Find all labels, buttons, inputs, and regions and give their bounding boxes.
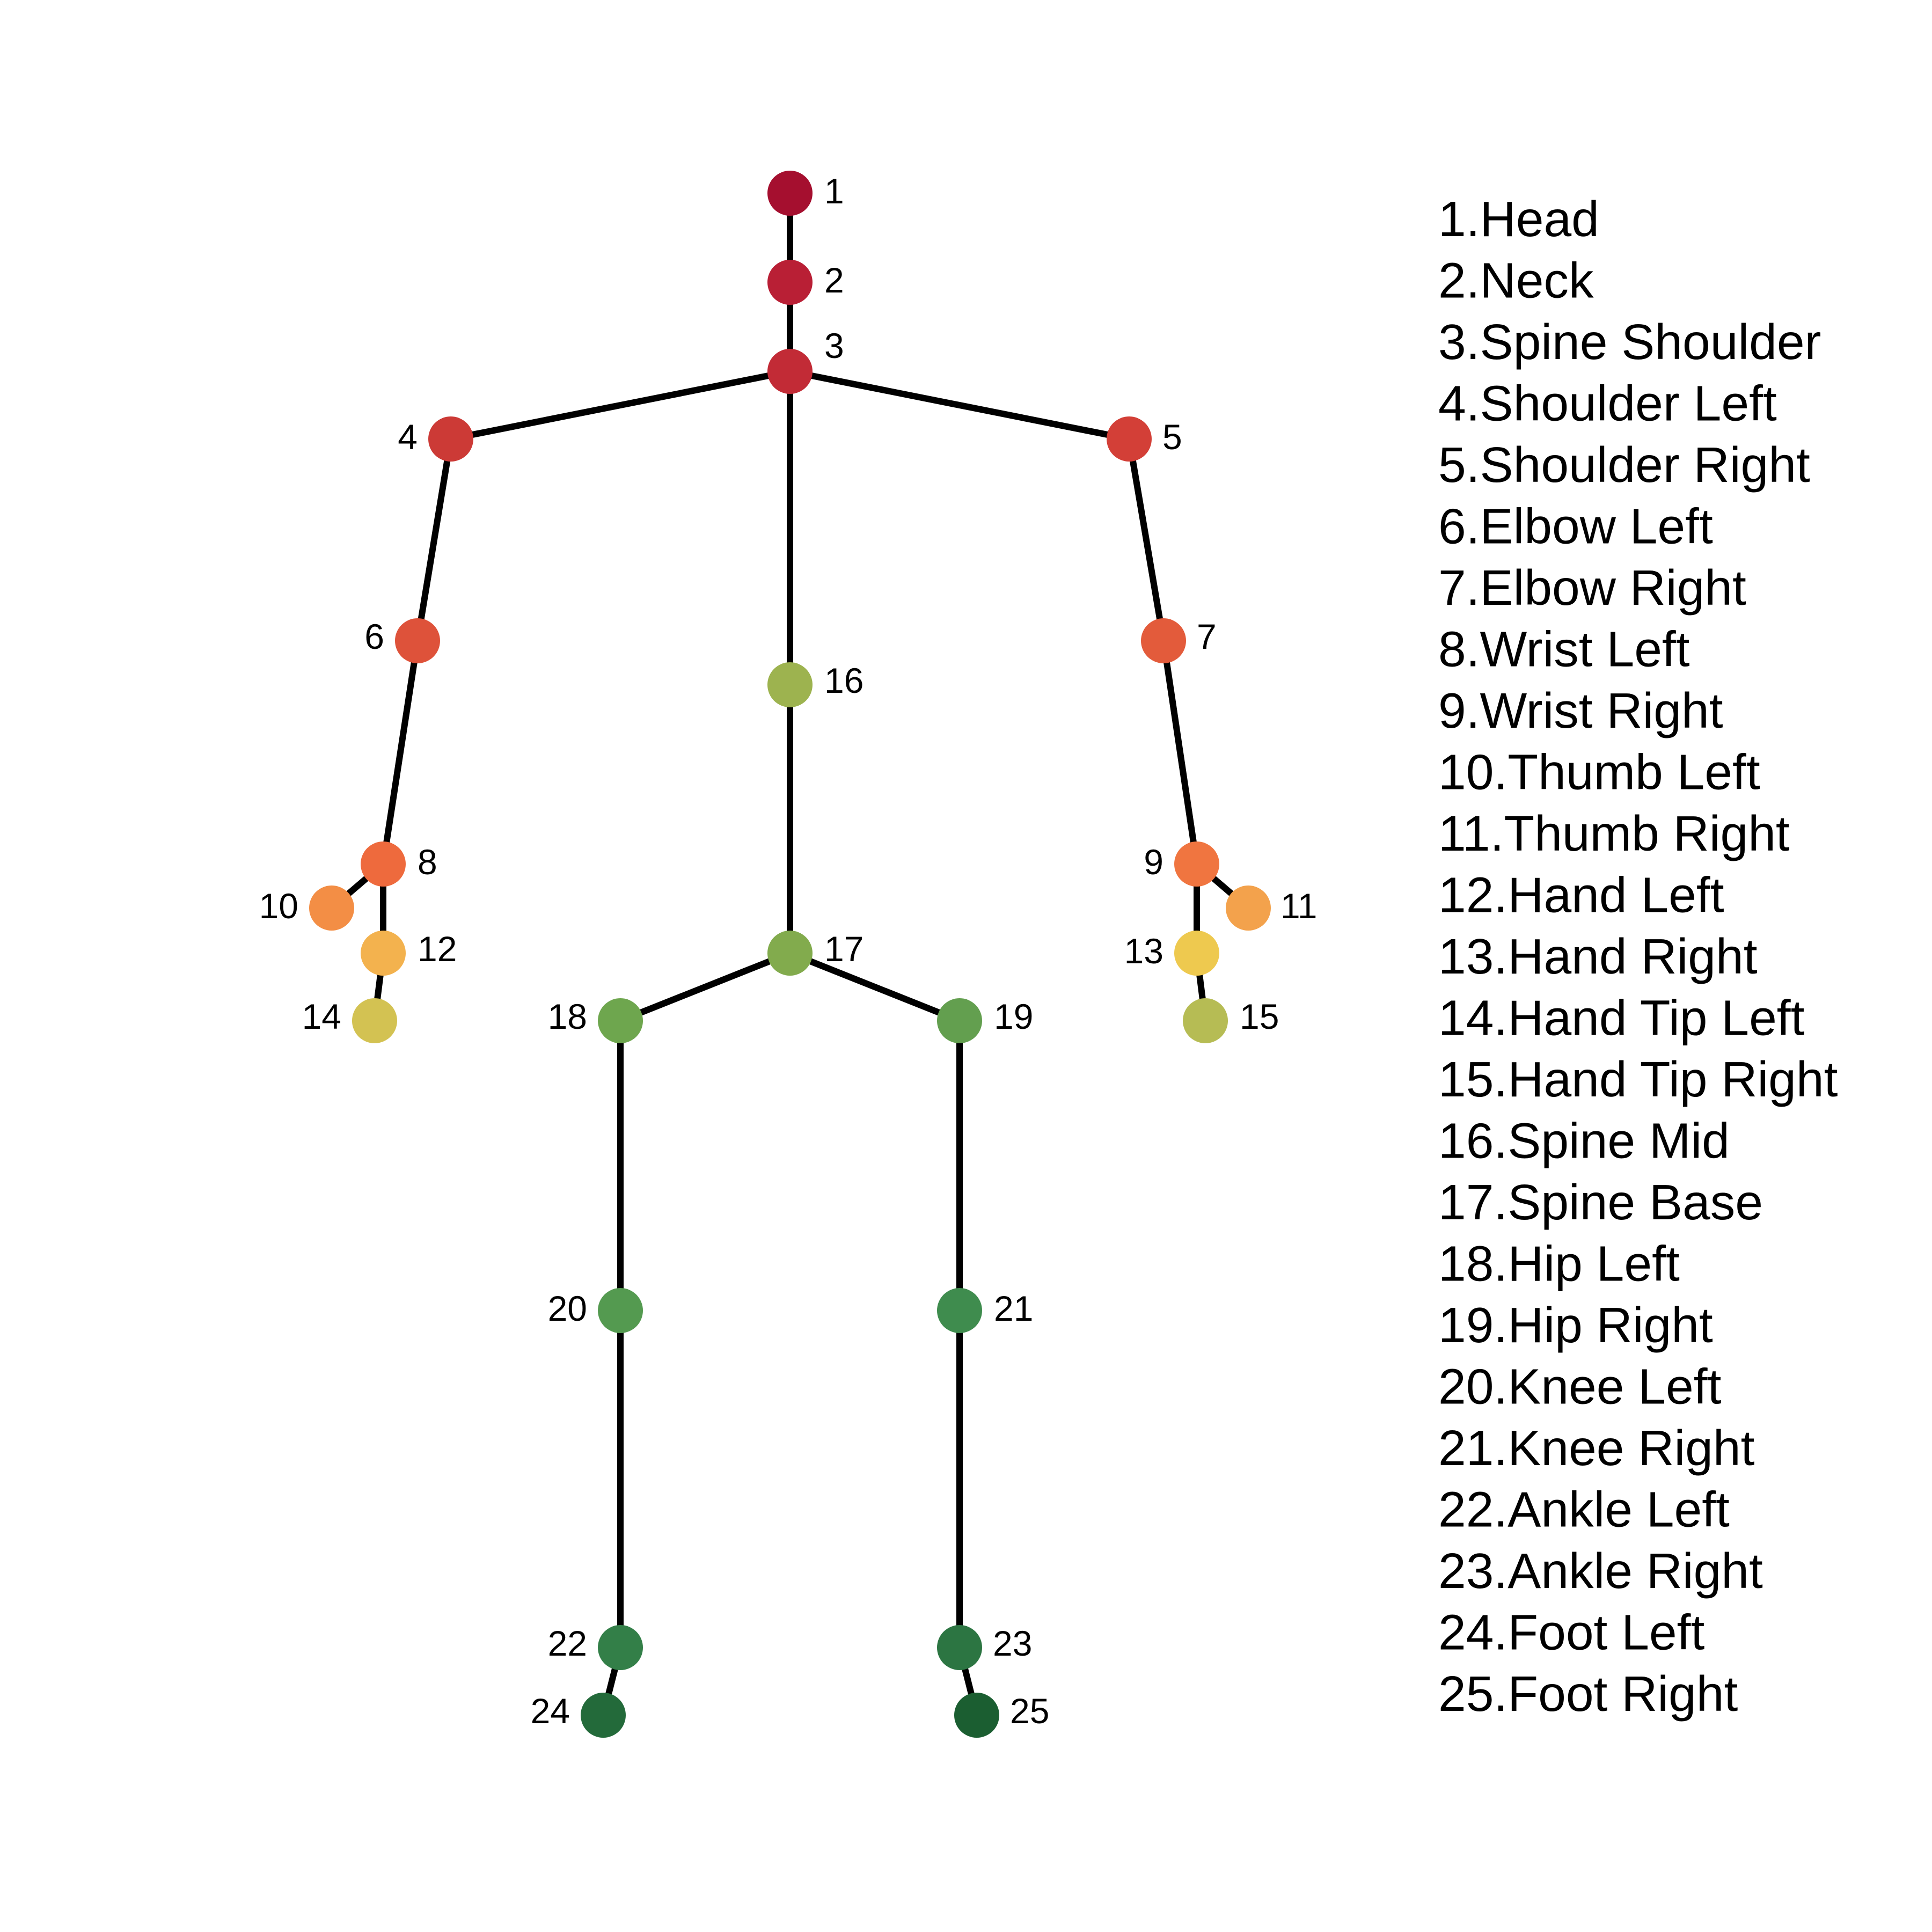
joint-label-10: 10 <box>259 886 298 926</box>
joints-layer <box>309 171 1271 1738</box>
legend-item-17: 17.Spine Base <box>1438 1174 1763 1230</box>
bone-7-9 <box>1160 638 1200 867</box>
joint-12 <box>361 931 406 976</box>
legend-item-24: 24.Foot Left <box>1438 1605 1704 1660</box>
legend-item-6: 6.Elbow Left <box>1438 499 1713 554</box>
joint-label-20: 20 <box>548 1289 587 1328</box>
joint-18 <box>598 998 643 1043</box>
joint-10 <box>309 885 354 931</box>
joint-17 <box>767 931 813 976</box>
legend-item-23: 23.Ankle Right <box>1438 1543 1763 1599</box>
bone-17-19 <box>787 950 963 1024</box>
legend-item-8: 8.Wrist Left <box>1438 621 1690 677</box>
joint-label-19: 19 <box>994 997 1033 1036</box>
joint-24 <box>581 1693 626 1738</box>
legend-item-25: 25.Foot Right <box>1438 1666 1738 1722</box>
legend-item-5: 5.Shoulder Right <box>1438 437 1810 493</box>
joint-label-25: 25 <box>1010 1691 1049 1731</box>
bone-4-6 <box>414 436 454 644</box>
joint-21 <box>937 1288 982 1333</box>
bone-3-5 <box>787 368 1132 442</box>
joint-label-6: 6 <box>364 617 384 656</box>
joint-16 <box>767 662 813 707</box>
joint-label-11: 11 <box>1280 886 1318 926</box>
joint-11 <box>1226 885 1271 931</box>
legend-item-10: 10.Thumb Left <box>1438 744 1760 800</box>
legend-item-21: 21.Knee Right <box>1438 1420 1755 1476</box>
joint-19 <box>937 998 982 1043</box>
joint-22 <box>598 1625 643 1670</box>
joint-label-17: 17 <box>824 929 863 969</box>
joint-label-18: 18 <box>548 997 587 1036</box>
joint-label-16: 16 <box>824 661 863 700</box>
legend-item-22: 22.Ankle Left <box>1438 1482 1730 1538</box>
joint-1 <box>767 171 813 216</box>
joint-label-23: 23 <box>993 1623 1032 1663</box>
bone-5-7 <box>1126 436 1167 644</box>
joint-label-5: 5 <box>1162 417 1182 457</box>
joint-15 <box>1183 998 1228 1043</box>
joint-8 <box>361 841 406 887</box>
legend-item-4: 4.Shoulder Left <box>1438 376 1777 431</box>
joint-9 <box>1174 841 1219 887</box>
legend-item-1: 1.Head <box>1438 191 1599 247</box>
joint-label-12: 12 <box>418 929 457 969</box>
joint-3 <box>767 349 813 394</box>
joint-25 <box>954 1693 999 1738</box>
legend-item-16: 16.Spine Mid <box>1438 1113 1730 1169</box>
joint-5 <box>1107 416 1152 462</box>
joint-label-4: 4 <box>398 417 418 457</box>
joint-label-22: 22 <box>548 1623 587 1663</box>
joint-label-24: 24 <box>531 1691 570 1731</box>
joint-label-2: 2 <box>824 260 844 300</box>
legend-item-2: 2.Neck <box>1438 253 1594 309</box>
joint-20 <box>598 1288 643 1333</box>
joint-23 <box>937 1625 982 1670</box>
bone-6-8 <box>380 638 421 867</box>
joint-2 <box>767 260 813 305</box>
joint-6 <box>395 618 440 663</box>
legend-item-18: 18.Hip Left <box>1438 1236 1680 1292</box>
legend-item-14: 14.Hand Tip Left <box>1438 990 1805 1046</box>
legend-item-3: 3.Spine Shoulder <box>1438 314 1821 370</box>
joint-4 <box>428 416 473 462</box>
joint-label-21: 21 <box>994 1289 1033 1328</box>
joint-14 <box>352 998 397 1043</box>
joint-label-3: 3 <box>824 326 844 365</box>
legend-item-11: 11.Thumb Right <box>1438 806 1790 861</box>
legend-item-9: 9.Wrist Right <box>1438 683 1723 738</box>
bone-17-18 <box>617 950 793 1024</box>
legend-item-19: 19.Hip Right <box>1438 1297 1713 1353</box>
joint-label-7: 7 <box>1197 617 1217 656</box>
legend-item-7: 7.Elbow Right <box>1438 560 1746 616</box>
joint-label-15: 15 <box>1240 997 1279 1036</box>
joint-label-9: 9 <box>1144 842 1163 882</box>
joint-7 <box>1141 618 1186 663</box>
joint-label-1: 1 <box>824 171 844 211</box>
joint-13 <box>1174 931 1219 976</box>
legend-item-20: 20.Knee Left <box>1438 1359 1722 1415</box>
joint-label-14: 14 <box>302 997 341 1036</box>
joint-label-8: 8 <box>418 842 437 882</box>
legend-item-15: 15.Hand Tip Right <box>1438 1051 1838 1107</box>
legend-item-12: 12.Hand Left <box>1438 867 1724 923</box>
legend-item-13: 13.Hand Right <box>1438 928 1758 984</box>
joint-label-13: 13 <box>1124 931 1163 971</box>
bone-3-4 <box>448 368 793 442</box>
